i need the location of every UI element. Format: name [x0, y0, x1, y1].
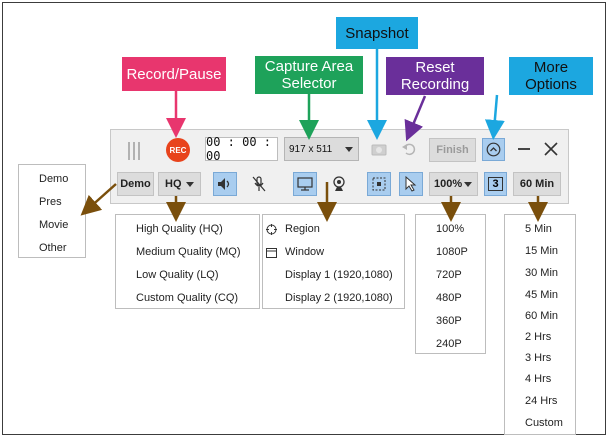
quality-option[interactable]: Custom Quality (CQ) — [136, 292, 239, 304]
crosshair-icon — [266, 224, 277, 235]
capture-area-value: 917 x 511 — [289, 143, 333, 155]
mode-select-value: Demo — [120, 178, 151, 190]
duration-option[interactable]: 30 Min — [525, 267, 559, 279]
microphone-toggle[interactable] — [247, 172, 271, 196]
minimize-icon — [518, 148, 530, 150]
resolution-option[interactable]: 360P — [436, 315, 462, 327]
chevron-up-circle-icon — [486, 142, 501, 157]
record-button[interactable]: REC — [166, 138, 190, 162]
chevron-down-icon — [186, 182, 194, 187]
reset-recording-callout: Reset Recording — [386, 57, 484, 95]
finish-button[interactable]: Finish — [429, 138, 476, 162]
close-button[interactable] — [541, 139, 561, 159]
minimize-button[interactable] — [514, 139, 534, 159]
duration-option[interactable]: 2 Hrs — [525, 331, 552, 343]
window-icon — [266, 248, 277, 258]
capture-area-option[interactable]: Display 1 (1920,1080) — [285, 269, 393, 281]
close-icon — [544, 142, 558, 156]
countdown-button[interactable]: 3 — [484, 172, 507, 196]
speaker-icon — [218, 178, 230, 190]
mode-select[interactable]: Demo — [117, 172, 154, 196]
drag-handle[interactable] — [125, 138, 143, 164]
cursor-toggle[interactable] — [399, 172, 423, 196]
grip-icon — [128, 142, 140, 160]
duration-option[interactable]: 3 Hrs — [525, 352, 552, 364]
more-options-arrow — [484, 94, 505, 140]
region-select-button[interactable] — [367, 172, 391, 196]
monitor-icon — [297, 177, 313, 191]
resolution-dropdown: 100% 1080P 720P 480P 360P 240P — [415, 214, 486, 354]
capture-area-callout-text: Capture Area Selector — [264, 58, 354, 92]
quality-option[interactable]: Medium Quality (MQ) — [136, 246, 241, 258]
microphone-muted-icon — [252, 176, 266, 192]
capture-area-option[interactable]: Display 2 (1920,1080) — [285, 292, 393, 304]
snapshot-button[interactable] — [369, 139, 389, 159]
capture-area-option[interactable]: Window — [285, 246, 325, 258]
recording-timer: 00 : 00 : 00 — [205, 135, 278, 163]
mode-option[interactable]: Other — [39, 242, 67, 254]
mode-arrow — [80, 183, 117, 216]
cursor-icon — [405, 176, 417, 192]
quality-select[interactable]: HQ — [158, 172, 201, 196]
record-button-label: REC — [169, 145, 187, 155]
capture-area-callout: Capture Area Selector — [255, 56, 363, 94]
mode-dropdown: Demo Pres Movie Other — [18, 164, 86, 258]
reset-button[interactable] — [399, 139, 419, 159]
duration-option[interactable]: 15 Min — [525, 245, 559, 257]
chevron-down-icon — [345, 147, 353, 152]
record-pause-callout-text: Record/Pause — [126, 65, 222, 83]
duration-option[interactable]: Custom — [525, 417, 563, 429]
quality-select-value: HQ — [165, 178, 182, 190]
snapshot-callout-text: Snapshot — [345, 24, 409, 42]
undo-icon — [402, 143, 416, 156]
resolution-option[interactable]: 480P — [436, 292, 462, 304]
quality-option[interactable]: Low Quality (LQ) — [136, 269, 219, 281]
quality-dropdown: High Quality (HQ) Medium Quality (MQ) Lo… — [115, 214, 260, 309]
more-options-callout-text: More Options — [525, 59, 577, 93]
chevron-down-icon — [464, 182, 472, 187]
duration-select[interactable]: 60 Min — [513, 172, 561, 196]
resolution-option[interactable]: 240P — [436, 338, 462, 350]
duration-option[interactable]: 4 Hrs — [525, 373, 552, 385]
region-icon — [372, 177, 386, 191]
timer-text: 00 : 00 : 00 — [206, 135, 272, 163]
reset-recording-callout-text: Reset Recording — [400, 59, 470, 93]
reset-arrow — [404, 95, 427, 142]
duration-option[interactable]: 5 Min — [525, 223, 552, 235]
snapshot-callout: Snapshot — [336, 17, 418, 49]
quality-option[interactable]: High Quality (HQ) — [136, 223, 223, 235]
more-options-callout: More Options — [509, 57, 593, 95]
resolution-option[interactable]: 100% — [436, 223, 465, 235]
capture-area-select[interactable]: 917 x 511 — [284, 137, 359, 161]
capture-area-option[interactable]: Region — [285, 223, 320, 235]
duration-option[interactable]: 60 Min — [525, 310, 559, 322]
speaker-toggle[interactable] — [213, 172, 237, 196]
recorder-toolbar: REC 00 : 00 : 00 917 x 511 Finish — [110, 129, 569, 204]
duration-option[interactable]: 45 Min — [525, 289, 559, 301]
webcam-toggle[interactable] — [327, 172, 351, 196]
resolution-option[interactable]: 720P — [436, 269, 462, 281]
zoom-select[interactable]: 100% — [429, 172, 478, 196]
resolution-option[interactable]: 1080P — [436, 246, 468, 258]
duration-dropdown: 5 Min 15 Min 30 Min 45 Min 60 Min 2 Hrs … — [504, 214, 576, 435]
screen-capture-toggle[interactable] — [293, 172, 317, 196]
zoom-select-value: 100% — [434, 178, 463, 190]
mode-option[interactable]: Demo — [39, 173, 69, 185]
camera-icon — [371, 144, 387, 156]
mode-option[interactable]: Movie — [39, 219, 69, 231]
countdown-value: 3 — [488, 177, 503, 191]
duration-option[interactable]: 24 Hrs — [525, 395, 558, 407]
duration-select-value: 60 Min — [519, 178, 555, 190]
mode-option[interactable]: Pres — [39, 196, 62, 208]
record-pause-callout: Record/Pause — [122, 57, 226, 91]
finish-button-label: Finish — [436, 144, 469, 156]
capture-area-dropdown: Region Window Display 1 (1920,1080) Disp… — [262, 214, 405, 309]
webcam-icon — [333, 176, 345, 191]
